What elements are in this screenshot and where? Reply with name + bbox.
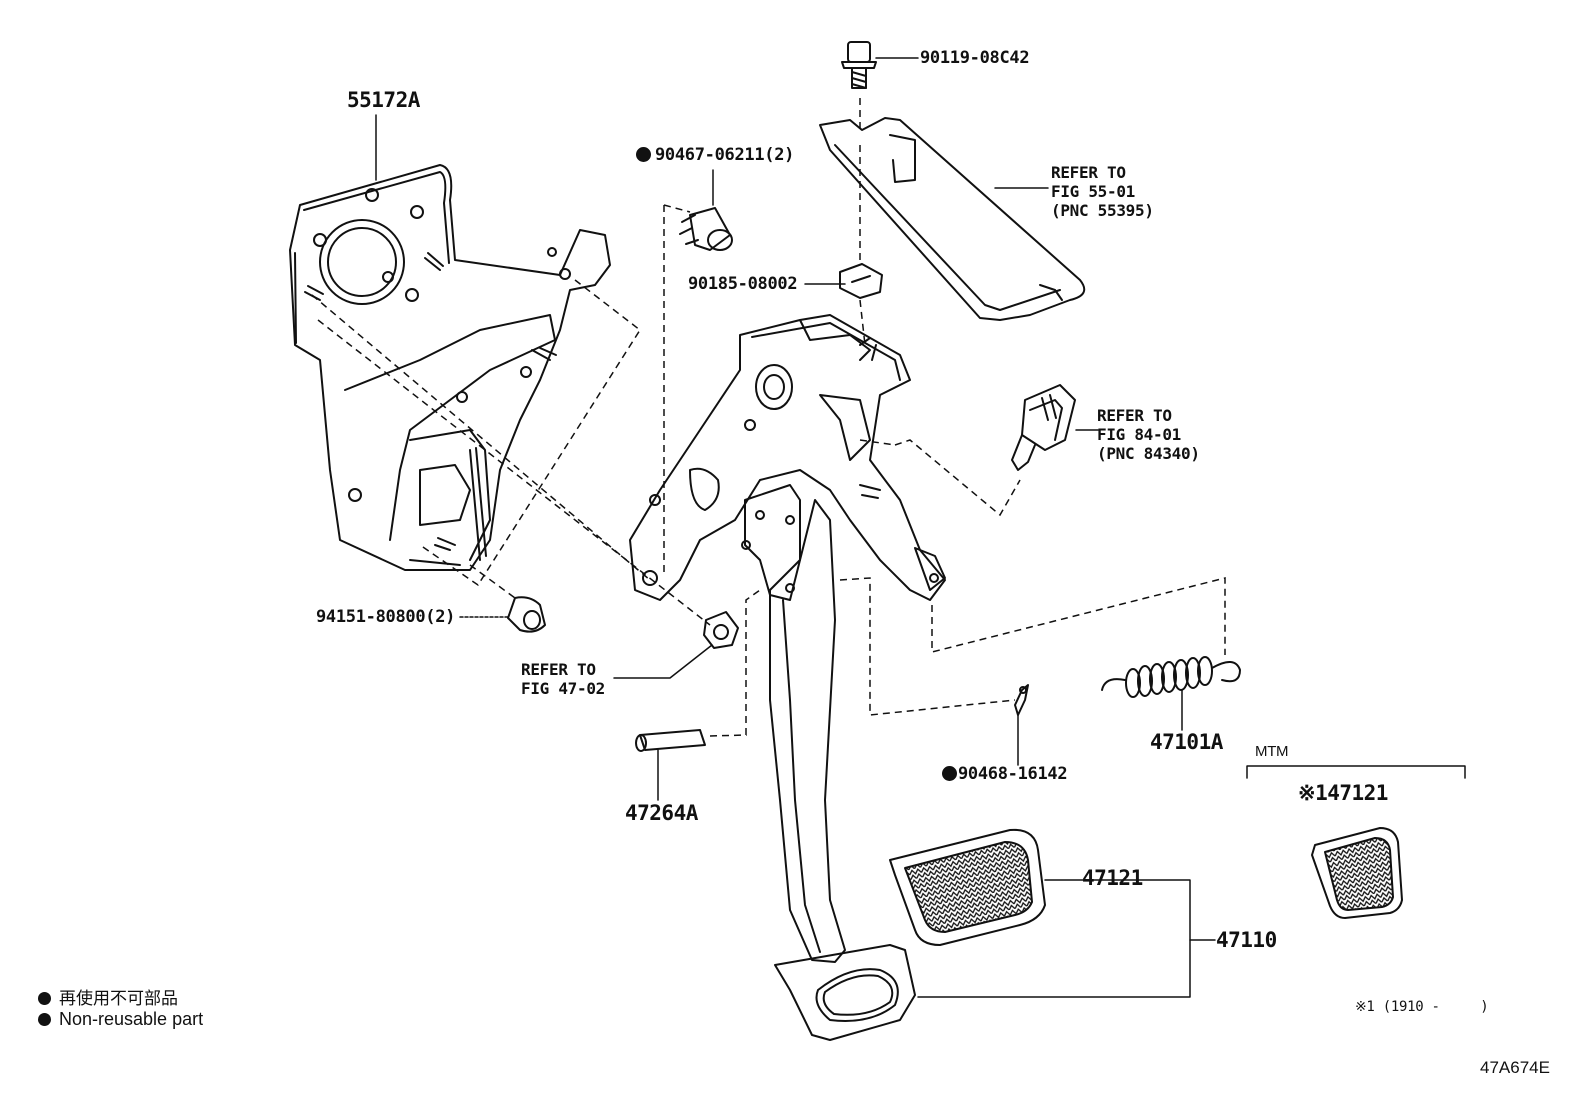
nut-fig-47-02 xyxy=(613,611,739,679)
pedal-pad-47121-mtm xyxy=(1246,765,1466,919)
part-number-47121-mtm: ※147121 xyxy=(1298,781,1388,805)
part-number-90185-08002: 90185-08002 xyxy=(688,274,798,294)
clip-pin-90468-16142 xyxy=(1014,684,1029,766)
part-number-47101a: 47101A xyxy=(1150,730,1223,754)
part-number-55172a: 55172A xyxy=(347,88,420,112)
reference-fig-84-01: REFER TO FIG 84-01 (PNC 84340) xyxy=(1097,406,1200,463)
cushion-94151-80800 xyxy=(459,596,546,633)
pedal-bracket-55172a xyxy=(289,164,611,571)
return-spring-47101a xyxy=(1101,656,1241,731)
reference-fig-55-01: REFER TO FIG 55-01 (PNC 55395) xyxy=(1051,163,1154,220)
legend-en: Non-reusable part xyxy=(38,1009,203,1030)
part-label-90467: 90467-06211(2) xyxy=(636,147,794,164)
bolt-90119-08c42 xyxy=(841,41,919,89)
non-reusable-marker-icon xyxy=(942,766,957,781)
part-label-90468: 90468-16142 xyxy=(942,764,1068,784)
pedal-support-bracket xyxy=(629,314,946,601)
part-number-90119-08c42: 90119-08C42 xyxy=(920,48,1030,68)
part-number-90467-06211: 90467-06211(2) xyxy=(655,145,795,165)
diagram-code: 47A674E xyxy=(1480,1058,1550,1077)
legend-jp-text: 再使用不可部品 xyxy=(59,989,178,1008)
part-number-47110: 47110 xyxy=(1216,928,1277,952)
pin-47264a xyxy=(635,729,706,801)
stop-lamp-switch xyxy=(1011,384,1099,471)
mtm-label: MTM xyxy=(1255,743,1289,760)
legend-jp: 再使用不可部品 xyxy=(38,984,178,1009)
assembly-guide-lines xyxy=(311,98,1226,737)
part-number-90468-16142: 90468-16142 xyxy=(958,764,1068,784)
non-reusable-marker-icon xyxy=(38,992,51,1005)
non-reusable-marker-icon xyxy=(636,147,651,162)
legend-en-text: Non-reusable part xyxy=(59,1009,204,1029)
pedal-pad-47121 xyxy=(889,828,1216,998)
nut-90185-08002 xyxy=(804,263,883,299)
reference-fig-47-02: REFER TO FIG 47-02 xyxy=(521,660,605,698)
clip-90467-06211 xyxy=(679,169,733,251)
part-number-94151-80800: 94151-80800(2) xyxy=(316,607,456,627)
part-number-47121: 47121 xyxy=(1082,866,1143,890)
applicability-footnote: ※1 (1910 - ) xyxy=(1355,999,1489,1015)
non-reusable-marker-icon xyxy=(38,1013,51,1026)
pedal-arm-47110 xyxy=(741,484,916,1041)
cover-panel xyxy=(819,117,1086,321)
part-number-47264a: 47264A xyxy=(625,801,698,825)
